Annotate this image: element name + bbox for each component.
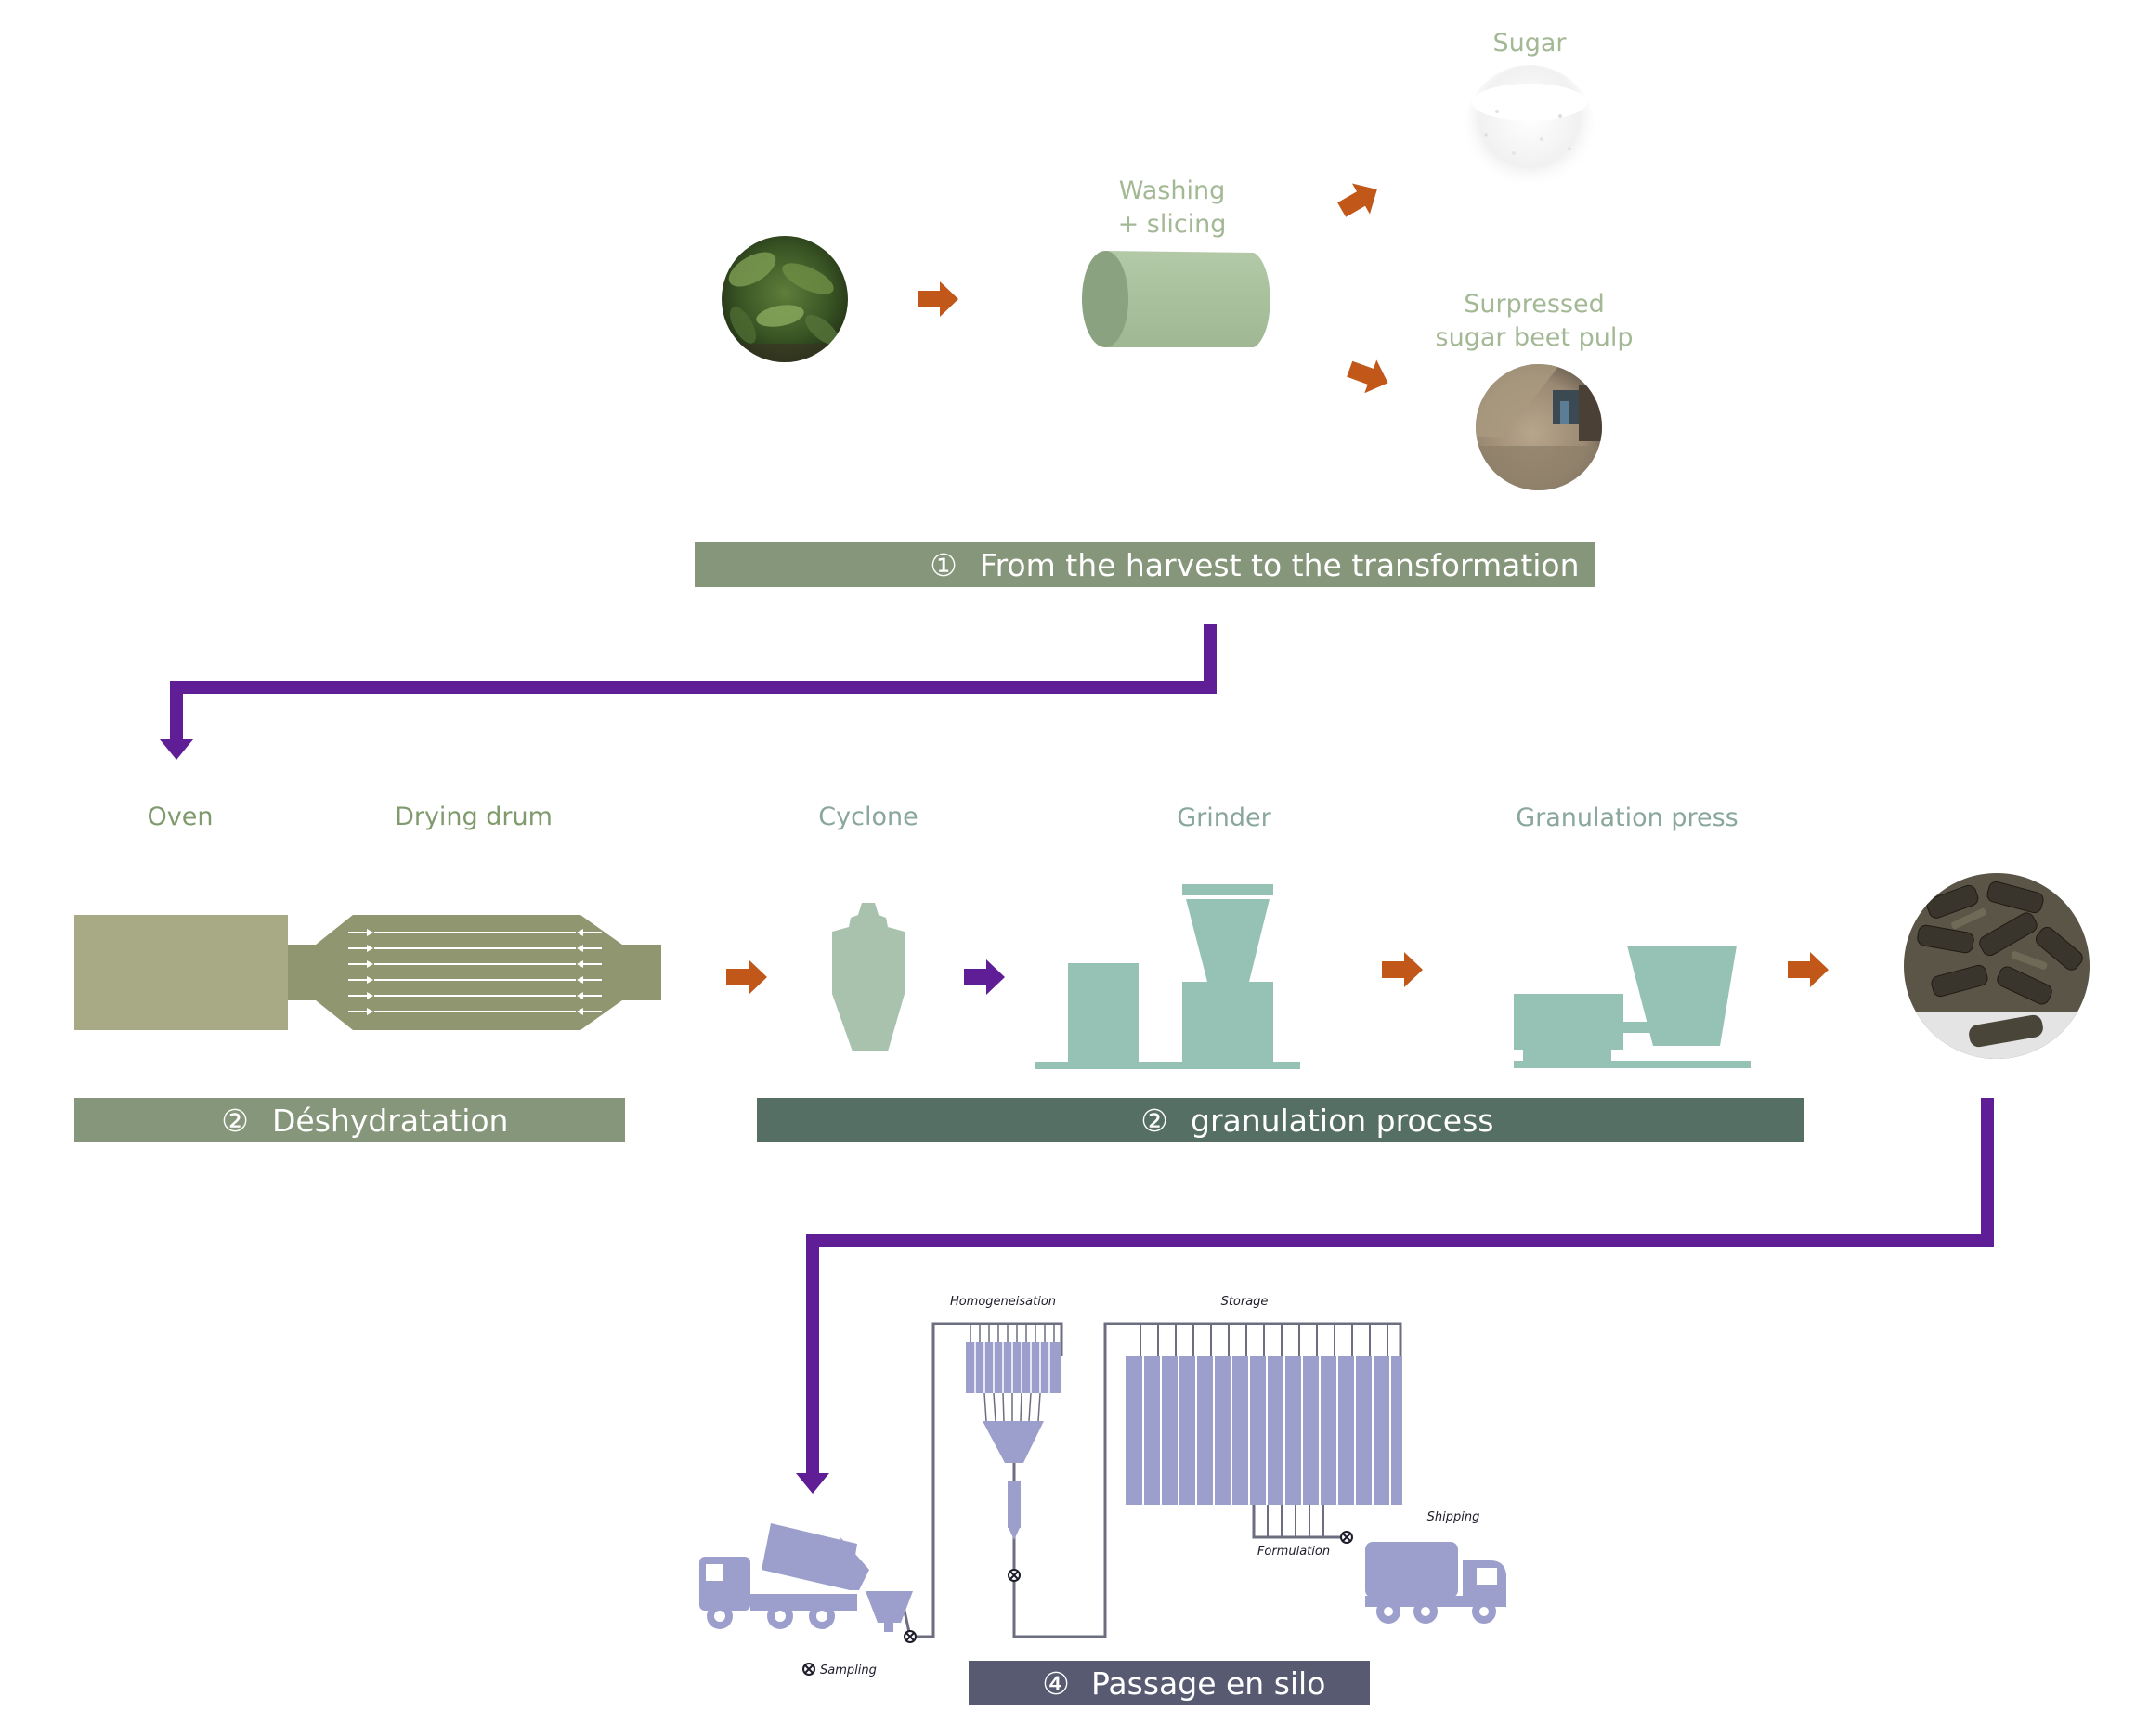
stage1-bar-title: From the harvest to the transformation (980, 547, 1580, 583)
stage1-group: Washing + slicing Sugar Surpressed s (695, 29, 1633, 587)
orange-arrow-icon (918, 281, 958, 317)
washing-drum-icon (1082, 251, 1270, 347)
sugar-label: Sugar (1492, 29, 1567, 58)
shipping-label: Shipping (1427, 1510, 1480, 1524)
pulp-label-line1: Surpressed (1464, 290, 1605, 319)
sampling-label: Sampling (820, 1664, 877, 1677)
orange-arrow-icon (1347, 359, 1388, 394)
storage-silos-icon (1126, 1324, 1402, 1537)
sugar-pile-photo (1465, 65, 1595, 195)
stage4-title-bar: ④ Passage en silo (969, 1661, 1370, 1705)
pellets-photo (1904, 873, 2090, 1059)
oven-label: Oven (148, 803, 214, 831)
stage2a-bar-title: Déshydratation (272, 1103, 508, 1139)
cyclone-label: Cyclone (818, 803, 918, 831)
stage1-title-bar: ① From the harvest to the transformation (695, 542, 1595, 587)
oven-icon (74, 915, 288, 1030)
stage2b-bar-number: ② (1140, 1103, 1168, 1139)
stage2b-title-bar: ② granulation process (757, 1098, 1804, 1142)
orange-arrow-icon (1382, 952, 1423, 987)
tanker-truck-icon (1365, 1542, 1506, 1624)
sugar-beet-field-photo (722, 236, 848, 362)
tipper-truck-icon (699, 1523, 869, 1629)
storage-label: Storage (1221, 1295, 1269, 1309)
purple-connector-1 (160, 624, 1217, 760)
valve-icon (1008, 1569, 1021, 1582)
stage2a-title-bar: ② Déshydratation (74, 1098, 625, 1142)
purple-connector-2 (796, 1098, 1994, 1494)
orange-arrow-icon (1788, 952, 1829, 987)
formulation-label: Formulation (1257, 1545, 1330, 1559)
stage1-bar-number: ① (930, 547, 957, 583)
granulation-press-label: Granulation press (1516, 803, 1739, 832)
stage2a-bar-number: ② (221, 1103, 249, 1139)
orange-arrow-icon (726, 959, 767, 995)
stage2-group: Oven Drying drum Cyclone Grinder Granula… (74, 803, 2090, 1142)
pulp-label-line2: sugar beet pulp (1436, 323, 1634, 352)
stage4-bar-number: ④ (1042, 1665, 1070, 1702)
homogeneisation-label: Homogeneisation (950, 1295, 1056, 1309)
drying-drum-label: Drying drum (395, 803, 553, 831)
stage4-group: Homogeneisation Storage Shipping Formula… (699, 1295, 1506, 1705)
slicing-label: + slicing (1118, 210, 1227, 239)
beet-pulp-photo (1476, 364, 1602, 490)
orange-arrow-icon (1337, 183, 1377, 217)
valve-icon (904, 1630, 917, 1643)
granulation-press-icon (1514, 946, 1751, 1068)
grinder-label: Grinder (1177, 803, 1271, 832)
drying-drum-icon (288, 915, 661, 1030)
stage4-bar-title: Passage en silo (1091, 1665, 1325, 1702)
grinder-icon (1035, 884, 1300, 1069)
washing-label: Washing (1119, 176, 1225, 205)
hopper-icon (866, 1591, 913, 1632)
cyclone-icon (832, 903, 905, 1051)
purple-arrow-icon (964, 959, 1005, 995)
valve-icon (1340, 1531, 1353, 1544)
stage2b-bar-title: granulation process (1191, 1103, 1493, 1139)
homogeneisation-silo-icon (966, 1324, 1061, 1540)
valve-icon (802, 1663, 815, 1676)
